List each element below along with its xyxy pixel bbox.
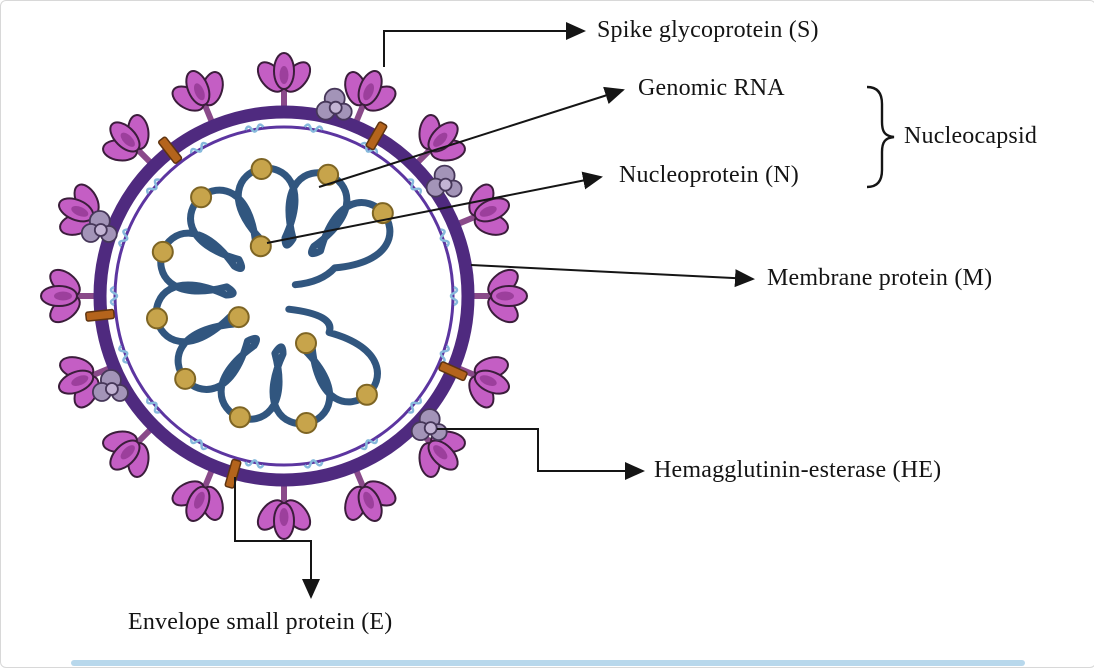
hemagglutinin-esterase-graphic — [92, 369, 129, 402]
envelope-protein-graphic — [85, 308, 115, 322]
spike-glycoprotein-graphic — [171, 70, 224, 130]
spike-glycoprotein-label: Spike glycoprotein (S) — [597, 17, 819, 43]
nucleoprotein-bead — [249, 235, 272, 258]
membrane-protein-graphic — [303, 123, 324, 133]
membrane-protein-graphic — [360, 141, 379, 154]
genomic-rna-callout-line — [318, 86, 625, 188]
spike-glycoprotein-graphic — [171, 462, 224, 522]
spike-callout-line — [383, 22, 586, 67]
inner-membrane-ring — [113, 125, 455, 467]
spike-glycoprotein-graphic — [40, 268, 104, 324]
spike-glycoprotein-graphic — [344, 462, 397, 522]
membrane-callout-line — [470, 264, 755, 288]
nucleoprotein-callout-line — [266, 171, 603, 244]
membrane-protein-graphic — [118, 344, 129, 364]
envelope-protein-graphic — [224, 458, 242, 489]
callouts — [234, 22, 895, 599]
nucleoprotein-bead — [190, 186, 213, 209]
nucleoprotein-bead — [228, 406, 251, 429]
membrane-protein-graphic — [449, 285, 459, 307]
membrane-protein-graphic — [146, 178, 160, 195]
membrane-protein-graphic — [244, 123, 265, 133]
membrane-protein-graphic — [118, 228, 129, 248]
membrane-protein-graphic — [146, 397, 160, 414]
nucleoprotein-bead — [151, 240, 174, 263]
viral-membrane-ring — [93, 105, 475, 487]
membrane-protein-graphic — [439, 344, 450, 364]
nucleoprotein-bead — [227, 306, 250, 329]
spike-glycoprotein-graphic — [256, 476, 312, 540]
membrane-protein-graphic — [303, 459, 324, 469]
membrane-protein-graphic — [439, 228, 450, 248]
spike-glycoprotein-graphic — [344, 70, 397, 130]
nucleocapsid-brace — [866, 85, 895, 189]
virion-graphic — [40, 52, 528, 540]
envelope-protein-graphic — [438, 361, 468, 382]
virion-interior — [94, 106, 474, 486]
nucleoprotein-bead — [295, 412, 318, 434]
envelope-protein-label: Envelope small protein (E) — [128, 609, 393, 635]
membrane-protein-graphic — [109, 285, 119, 307]
nucleoprotein-bead — [146, 307, 168, 330]
membrane-protein-graphic — [189, 438, 208, 451]
membrane-protein-graphic — [408, 178, 422, 195]
hemagglutinin-esterase-label: Hemagglutinin-esterase (HE) — [654, 457, 942, 483]
envelope-callout-line — [234, 477, 320, 599]
spike-glycoprotein-graphic — [256, 52, 312, 116]
genomic-rna-label: Genomic RNA — [638, 75, 785, 101]
hemagglutinin-esterase-graphic — [80, 210, 118, 243]
genomic-rna-strand — [152, 164, 394, 428]
membrane-protein-graphic — [360, 438, 379, 451]
membrane-protein-graphic — [408, 397, 422, 414]
spike-glycoprotein-graphic — [450, 356, 510, 409]
membrane-protein-graphic — [244, 459, 265, 469]
nucleoprotein-bead — [371, 202, 394, 225]
hemagglutinin-esterase-graphic — [425, 164, 463, 198]
nucleoprotein-bead — [250, 158, 273, 180]
nucleoprotein-label: Nucleoprotein (N) — [619, 162, 800, 188]
bottom-accent-bar — [71, 660, 1025, 666]
membrane-protein-label: Membrane protein (M) — [767, 265, 993, 291]
nucleoprotein-bead — [295, 332, 317, 355]
hemagglutinin-esterase-graphic — [315, 87, 353, 121]
spike-glycoprotein-graphic — [410, 114, 466, 170]
nucleoprotein-bead — [355, 383, 378, 406]
hemagglutinin-esterase-graphic — [410, 408, 448, 442]
envelope-protein-graphic — [365, 121, 388, 151]
spike-glycoprotein-graphic — [464, 268, 528, 324]
nucleocapsid-label: Nucleocapsid — [904, 123, 1038, 149]
envelope-protein-graphic — [157, 136, 183, 164]
nucleoprotein-bead — [174, 367, 197, 390]
he-callout-line — [437, 428, 645, 480]
membrane-protein-graphic — [189, 141, 208, 154]
